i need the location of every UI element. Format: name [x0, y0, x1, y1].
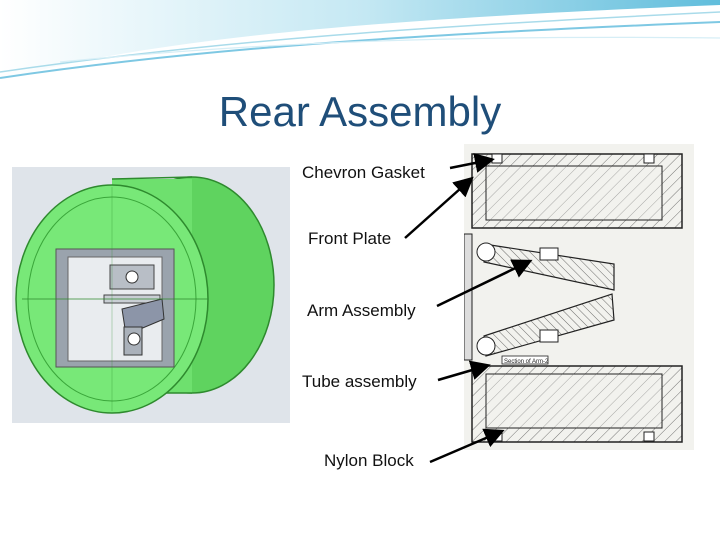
arrow-front-plate: [404, 176, 474, 239]
section-drawing-image: Section of Arm-2: [464, 144, 694, 450]
callout-front-plate: Front Plate: [308, 229, 392, 248]
callout-arm-assembly: Arm Assembly: [307, 301, 416, 320]
cad-render-image: [12, 167, 290, 423]
callout-nylon-block: Nylon Block: [324, 451, 414, 470]
header-swoosh-graphic: [0, 0, 720, 80]
slide-title: Rear Assembly: [218, 88, 502, 135]
callout-chevron-gasket: Chevron Gasket: [302, 163, 425, 182]
callout-tube-assembly: Tube assembly: [302, 372, 417, 391]
section-caption: Section of Arm-2: [504, 359, 549, 365]
